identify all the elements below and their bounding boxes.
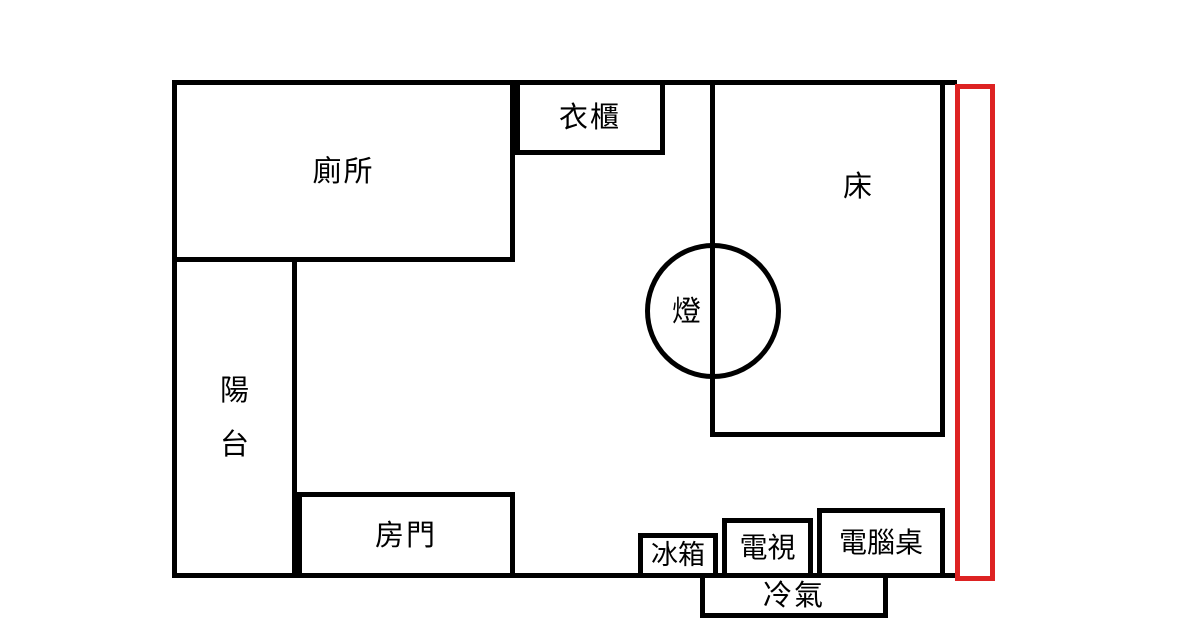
- computer-desk-box: 電腦桌: [817, 508, 945, 578]
- door-box: 房門: [297, 492, 515, 578]
- window-highlight: [955, 84, 995, 581]
- tv-label: 電視: [739, 531, 796, 564]
- balcony-label: 陽台: [219, 372, 249, 461]
- fridge-label: 冰箱: [651, 540, 705, 571]
- wardrobe-box: 衣櫃: [515, 80, 665, 155]
- toilet-label: 廁所: [312, 153, 375, 188]
- wardrobe-label: 衣櫃: [558, 100, 621, 134]
- air-conditioner-box: 冷氣: [700, 573, 888, 618]
- lamp-label: 燈: [672, 294, 704, 328]
- door-label: 房門: [374, 517, 437, 552]
- air-conditioner-label: 冷氣: [762, 578, 825, 612]
- balcony-box: 陽台: [172, 257, 297, 578]
- tv-box: 電視: [722, 518, 813, 578]
- bed-label: 床: [843, 169, 875, 203]
- computer-desk-label: 電腦桌: [838, 526, 923, 559]
- fridge-box: 冰箱: [638, 533, 718, 578]
- lamp-circle: [645, 243, 781, 379]
- toilet-room: 廁所: [172, 80, 515, 262]
